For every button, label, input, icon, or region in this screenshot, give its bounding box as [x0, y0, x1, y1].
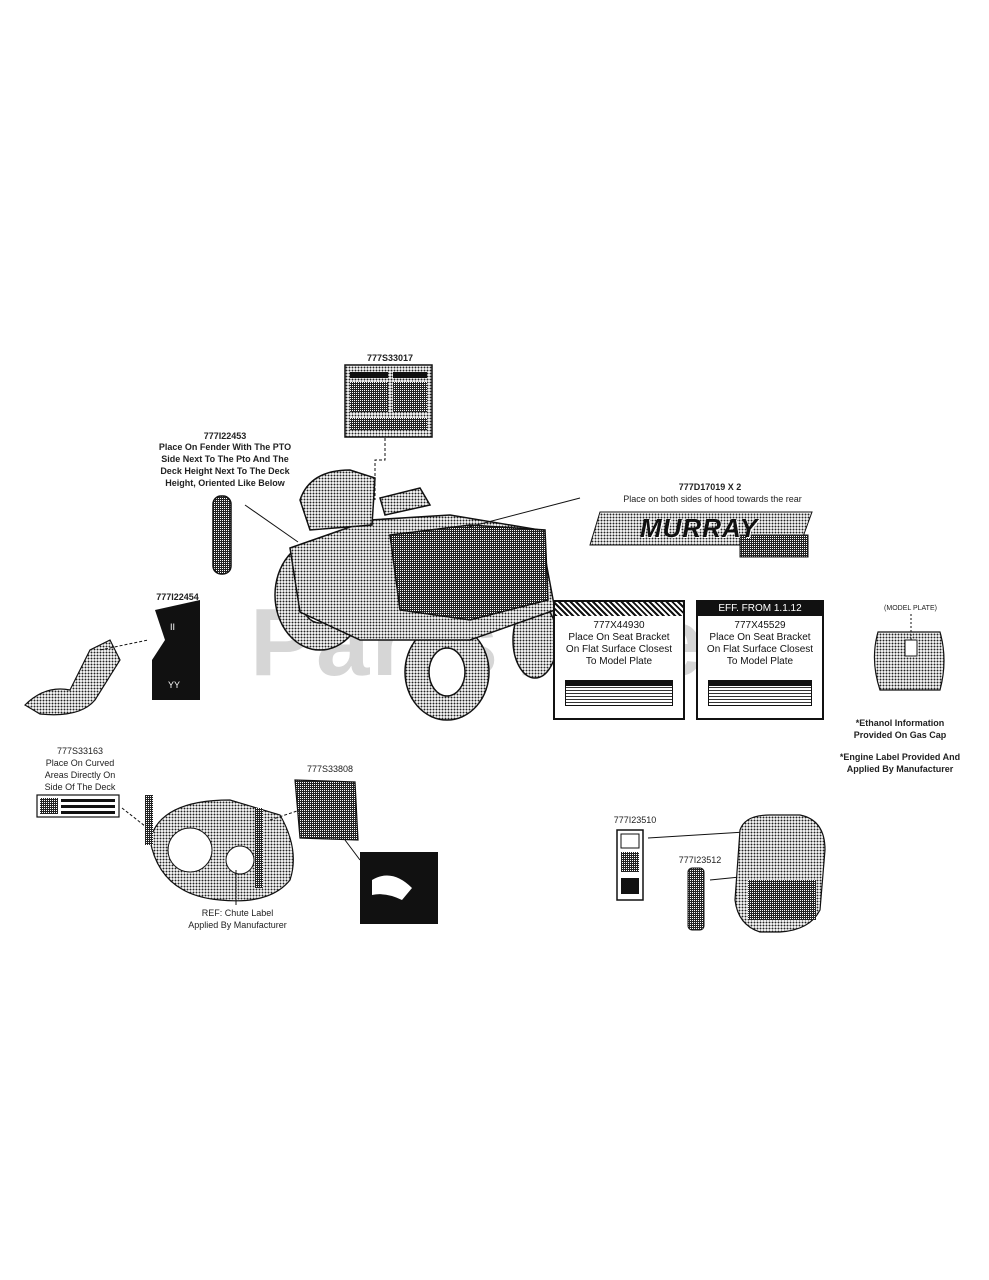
svg-text:II: II	[170, 622, 175, 632]
model-plate-art	[873, 614, 945, 691]
deck-decal-note-1: Place On Curved	[45, 758, 115, 768]
fender-decal-note-4: Height, Oriented Like Below	[165, 478, 285, 488]
deck-decal-note-2: Areas Directly On	[44, 770, 116, 780]
deck-decal-art	[36, 794, 151, 831]
seat-bracket-2-effective-date: EFF. FROM 1.1.12	[698, 602, 822, 616]
seat-bracket-2-part-number: 777X45529	[734, 620, 786, 631]
seat-bracket-decal-box-2: EFF. FROM 1.1.12 777X45529 Place On Seat…	[696, 600, 824, 720]
svg-text:YY: YY	[168, 680, 180, 690]
tractor-art	[274, 469, 558, 721]
seat-decal-part-number: 777S33017	[366, 353, 414, 363]
hood-decal-note: Place on both sides of hood towards the …	[623, 494, 802, 504]
seat-bracket-2-note-3: To Model Plate	[726, 656, 794, 667]
chute-note-line-1: REF: Chute Label	[201, 908, 274, 918]
fender-decal-note-3: Deck Height Next To The Deck	[160, 466, 290, 476]
murray-brand-text: MURRAY	[640, 513, 759, 543]
foot-decal-art: II YY	[24, 600, 200, 716]
ethanol-note-line-1: *Ethanol Information	[855, 718, 945, 728]
deck-decal-note-3: Side Of The Deck	[44, 782, 116, 792]
dash-decal-1-part-number: 777I23510	[613, 815, 657, 825]
model-plate-label: (MODEL PLATE)	[884, 605, 937, 612]
seat-bracket-1-part-number: 777X44930	[593, 620, 645, 631]
seat-bracket-1-note-1: Place On Seat Bracket	[568, 632, 670, 643]
fender-decal-note-2: Side Next To The Pto And The	[161, 454, 289, 464]
chute-note-line-2: Applied By Manufacturer	[188, 920, 287, 930]
ethanol-note-line-2: Provided On Gas Cap	[853, 730, 947, 740]
seat-bracket-box-1-header	[555, 602, 683, 616]
seat-bracket-1-sticker	[565, 680, 673, 706]
seat-bracket-1-note-3: To Model Plate	[585, 656, 653, 667]
deck-decal-part-number: 777S33163	[56, 746, 104, 756]
murray-logo-art	[589, 511, 813, 558]
chute-decal-part-number: 777S33808	[306, 764, 354, 774]
engine-note-line-2: Applied By Manufacturer	[846, 764, 954, 774]
fender-decal-part-number: 777I22453	[203, 431, 247, 441]
seat-decal-art	[344, 364, 433, 500]
hood-decal-part-number: 777D17019 X 2	[678, 482, 742, 492]
dash-decal-2-part-number: 777I23512	[678, 855, 722, 865]
chute-decal-art	[269, 779, 438, 924]
seat-bracket-decal-box-1: 777X44930 Place On Seat Bracket On Flat …	[553, 600, 685, 720]
dash-decal-art	[616, 814, 826, 933]
seat-bracket-2-note-1: Place On Seat Bracket	[709, 632, 811, 643]
fender-decal-art	[212, 495, 299, 575]
seat-bracket-2-note-2: On Flat Surface Closest	[706, 644, 814, 655]
seat-bracket-2-sticker	[708, 680, 812, 706]
engine-note-line-1: *Engine Label Provided And	[839, 752, 961, 762]
foot-decal-part-number: 777I22454	[156, 592, 199, 602]
seat-bracket-1-note-2: On Flat Surface Closest	[565, 644, 673, 655]
fender-decal-note-1: Place On Fender With The PTO	[158, 442, 292, 452]
mower-deck-art	[145, 795, 294, 905]
